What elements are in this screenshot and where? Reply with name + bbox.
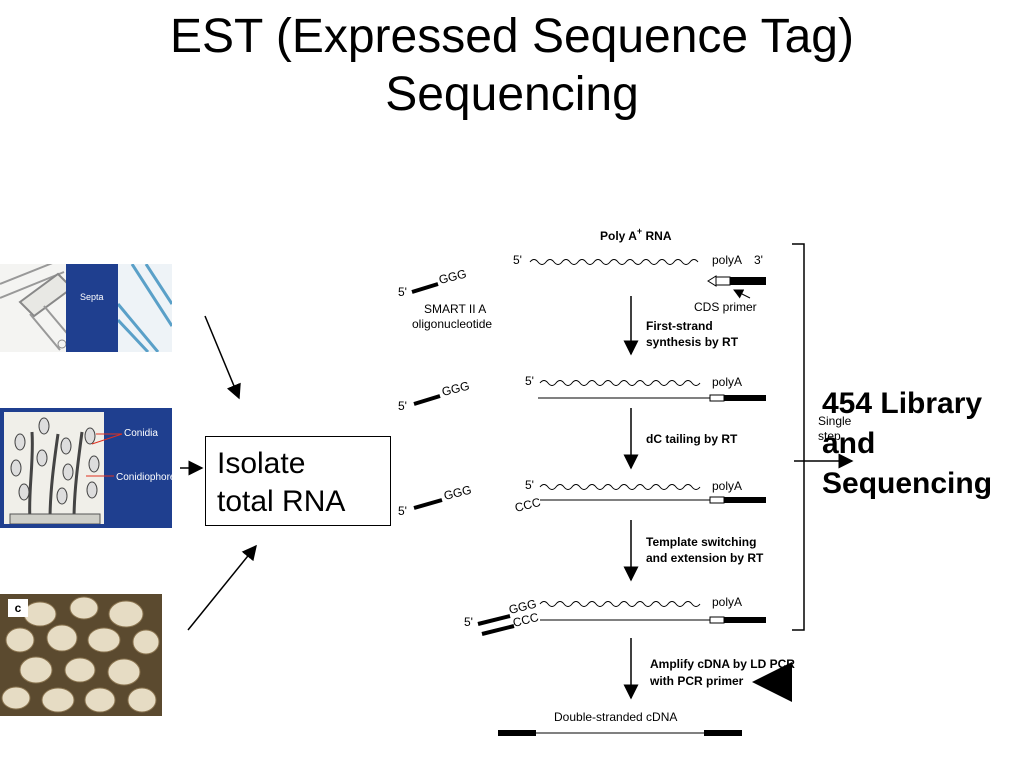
step1-line1: First-strand [646, 319, 713, 333]
ggg-oligo: GGG [437, 267, 468, 287]
box-line-1: Isolate [217, 447, 306, 480]
conidiophore-label: Conidiophore [116, 472, 172, 483]
step3-line2: and extension by RT [646, 551, 764, 565]
polya-2: polyA [712, 375, 742, 389]
ccc-s3: CCC [513, 495, 542, 515]
ggg-s3: GGG [442, 483, 473, 503]
polya-1: polyA [712, 253, 742, 267]
arrow-from-sclerotia [187, 544, 257, 631]
smart-oligo-bar [411, 282, 439, 294]
hyphae-micrograph: Septa [0, 264, 172, 352]
title-line-2: Sequencing [385, 68, 639, 121]
ggg-s2: GGG [440, 379, 471, 399]
454-sequencing-label: 454 Library and Sequencing [822, 384, 992, 504]
rna-strand-1 [529, 259, 699, 265]
single-step-1: Single [818, 414, 852, 428]
smart-label-2: oligonucleotide [412, 317, 492, 331]
result-line-3: Sequencing [822, 467, 993, 500]
result-line-1: 454 Library [822, 387, 983, 420]
five-prime-2: 5' [525, 374, 534, 388]
ggg-s4: GGG [507, 597, 538, 617]
cds-primer-tip [707, 275, 717, 287]
three-prime-1: 3' [754, 253, 763, 267]
step3-line1: Template switching [646, 535, 756, 549]
slide-title: EST (Expressed Sequence Tag) Sequencing [0, 8, 1024, 124]
cds-primer-solid [730, 277, 766, 285]
arrow-from-hyphae [204, 315, 241, 400]
five-prime-s3-oligo: 5' [398, 504, 407, 518]
final-label: Double-stranded cDNA [554, 710, 677, 724]
single-step-2: step [818, 429, 841, 443]
step4-line1: Amplify cDNA by LD PCR [650, 657, 795, 671]
five-prime-1: 5' [513, 253, 522, 267]
sclerotia-photo: c [0, 594, 162, 716]
title-line-1: EST (Expressed Sequence Tag) [170, 10, 854, 63]
diagram-heading: Poly A+ RNA [600, 226, 672, 243]
isolate-rna-box: Isolate total RNA [205, 436, 391, 526]
smart-label-1: SMART II A [424, 302, 486, 316]
cds-pointer [733, 289, 751, 299]
five-prime-oligo: 5' [398, 285, 407, 299]
step2-label: dC tailing by RT [646, 432, 738, 446]
cds-primer-label: CDS primer [694, 300, 757, 314]
polya-4: polyA [712, 595, 742, 609]
box-line-2: total RNA [217, 485, 346, 518]
cds-primer-open [715, 276, 731, 286]
five-prime-4: 5' [464, 615, 473, 629]
five-prime-s2-oligo: 5' [398, 399, 407, 413]
septa-label: Septa [80, 292, 104, 302]
step1-line2: synthesis by RT [646, 335, 739, 349]
ccc-s4: CCC [511, 610, 540, 630]
single-step-bracket [792, 243, 805, 631]
step4-line2: with PCR primer [649, 674, 744, 688]
panel-letter-c: c [8, 599, 28, 617]
polya-3: polyA [712, 479, 742, 493]
conidia-label: Conidia [124, 428, 158, 439]
result-line-2: and [822, 427, 876, 460]
conidiophore-drawing: Conidia Conidiophore [0, 408, 172, 528]
five-prime-3: 5' [525, 478, 534, 492]
